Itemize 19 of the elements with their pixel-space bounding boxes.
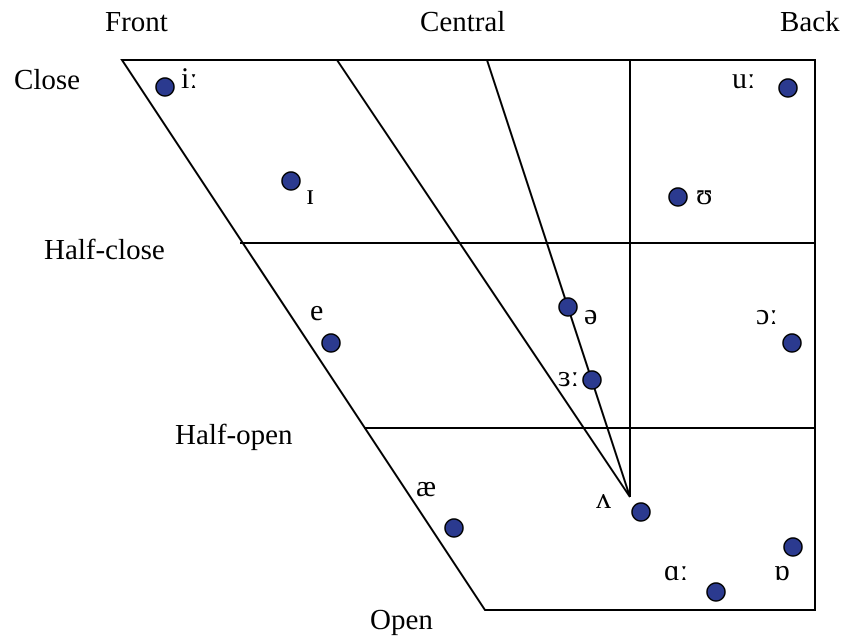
axis-label: Back <box>780 8 840 37</box>
vowel-symbol: æ <box>416 472 436 502</box>
vowel-symbol: ə <box>584 300 598 330</box>
vowel-symbol: ɒ <box>774 556 790 586</box>
vowel-symbol: e <box>310 296 324 326</box>
axis-label: Open <box>370 606 433 635</box>
vowel-symbol: ʌ <box>596 484 611 514</box>
vowel-symbol: ʊ <box>696 180 712 210</box>
vowel-symbol: ɜː <box>558 362 579 392</box>
axis-label: Half-close <box>44 236 165 265</box>
vowel-symbol: ɪ <box>306 180 314 210</box>
axis-label: Half-open <box>175 421 293 450</box>
vowel-symbol: uː <box>732 64 756 94</box>
vowel-symbol: ɔː <box>756 300 778 330</box>
vowel-symbol: ɑː <box>664 556 688 586</box>
axis-label: Close <box>14 66 80 95</box>
axis-label: Central <box>420 8 506 37</box>
axis-label: Front <box>105 8 168 37</box>
vowel-symbol: iː <box>181 64 198 94</box>
